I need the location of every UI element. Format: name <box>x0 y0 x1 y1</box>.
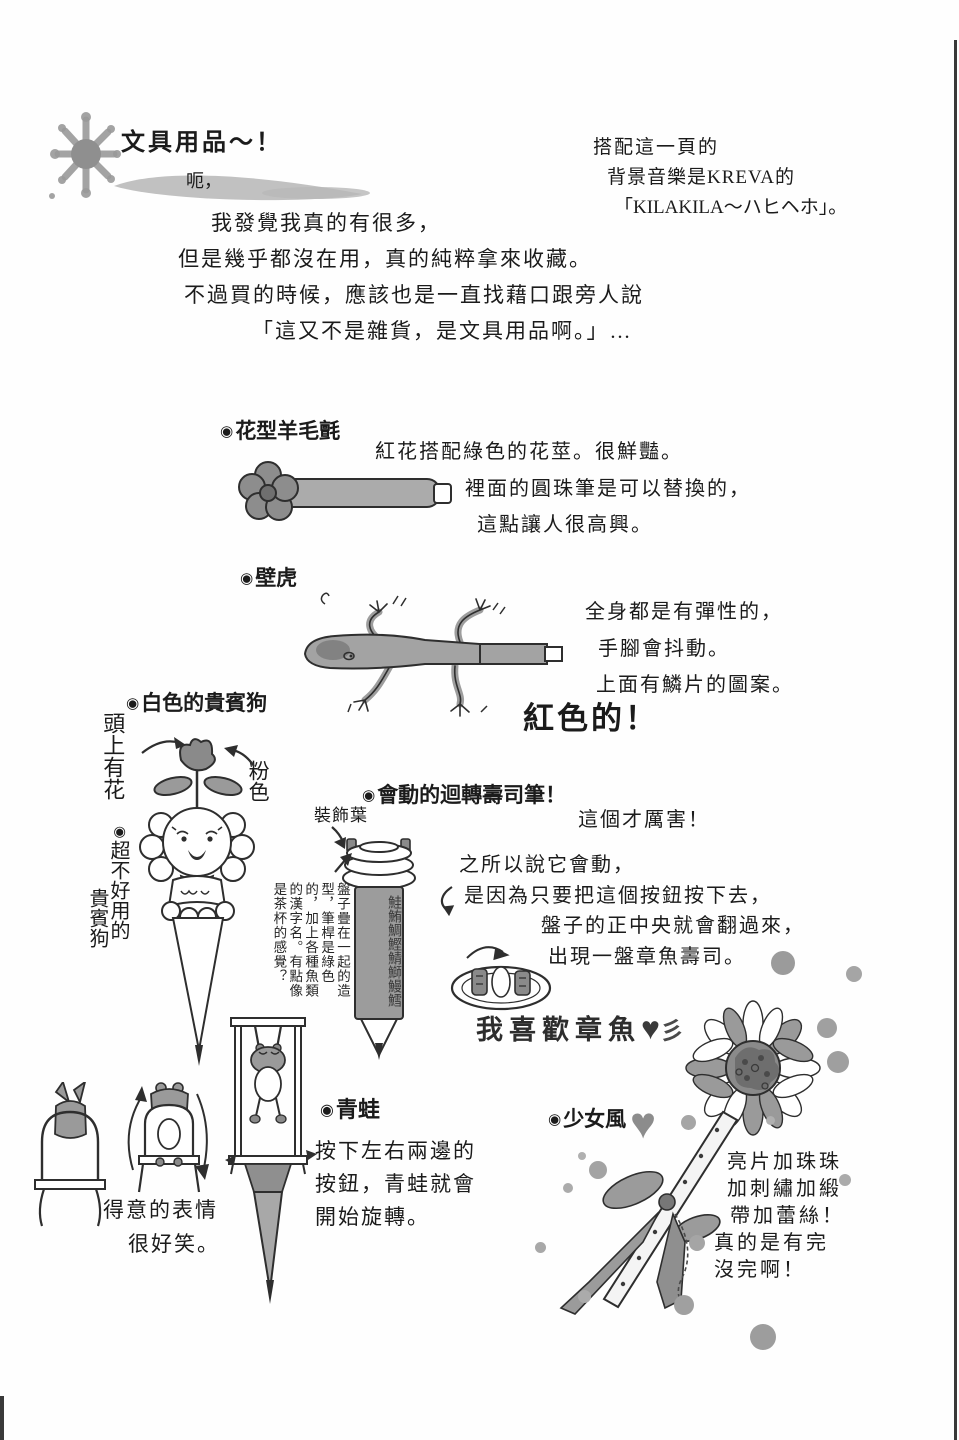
brush-stroke <box>114 175 370 201</box>
bullet-icon: ◉ <box>240 571 254 588</box>
bullet-icon: ◉ <box>220 424 234 441</box>
bullet-icon: ◉ <box>320 1102 334 1120</box>
speckle-dot <box>846 966 862 982</box>
sushi-aside: 這個才厲害！ <box>578 809 710 831</box>
splat-star-icon <box>49 112 121 199</box>
frog-caption: 很好笑。 <box>128 1232 220 1256</box>
gecko-line: 手腳會抖動。 <box>598 638 730 660</box>
sushi-pen-illustration <box>342 838 416 1060</box>
sparkle-icon: 彡 <box>660 1019 684 1045</box>
flower-felt-line: 紅花搭配綠色的花莖。很鮮豔。 <box>375 441 683 463</box>
section-heading-frog: ◉青蛙 <box>320 1097 380 1122</box>
page-title: 文具用品～！ <box>121 130 283 156</box>
poodle-label-pink: 粉色 <box>246 760 271 802</box>
speckle-dot <box>578 1290 591 1303</box>
speckle-dot <box>578 1152 586 1160</box>
speckle-dot <box>766 1116 775 1125</box>
speckle-dot <box>535 1242 546 1253</box>
speckle-dot <box>827 1051 849 1073</box>
interjection: 呃， <box>186 171 222 191</box>
girly-line: 真的是有完 <box>714 1232 829 1254</box>
heart-icon: ♥ <box>641 1010 660 1046</box>
intro-line: 「這又不是雜貨，是文具用品啊。」… <box>252 319 633 343</box>
gecko-emphasis: 紅色的！ <box>523 701 659 736</box>
arrow-leaf <box>331 826 346 849</box>
section-heading-sushi: ◉會動的迴轉壽司筆！ <box>362 783 567 807</box>
frog-line: 按鈕，青蛙就會 <box>315 1172 476 1196</box>
flower-felt-line: 這點讓人很高興。 <box>477 514 653 536</box>
music-note-line: 背景音樂是KREVA的 <box>607 167 795 188</box>
scan-edge-right <box>954 40 957 1440</box>
frog-pen-full <box>225 1017 317 1304</box>
girly-line: 亮片加珠珠 <box>727 1151 842 1173</box>
sushi-line: 之所以說它會動， <box>459 854 635 876</box>
poodle-vertical-note: ◉超不好用的 <box>107 824 129 940</box>
frog-pen-back-view <box>34 1082 106 1227</box>
sushi-plate-illustration <box>450 946 552 1011</box>
speckle-dot <box>681 1115 696 1130</box>
speckle-dot <box>771 951 795 975</box>
sushi-label-leaf: 裝飾葉 <box>314 806 368 825</box>
gecko-line: 全身都是有彈性的， <box>585 601 783 623</box>
section-heading-gecko: ◉壁虎 <box>240 566 298 590</box>
bullet-icon: ◉ <box>111 824 128 840</box>
frog-line: 按下左右兩邊的 <box>315 1139 476 1163</box>
girly-line: 沒完啊！ <box>714 1259 806 1281</box>
bullet-icon: ◉ <box>548 1112 562 1129</box>
frog-pen-rotating <box>127 1082 209 1193</box>
speckle-dot <box>839 1174 851 1186</box>
flower-pen-illustration <box>238 461 452 521</box>
sushi-pen-kanji-pattern: 鮭鮪鯛鰹鯖鰤鰻鱈 <box>386 895 401 1007</box>
speckle-dot <box>689 1235 705 1251</box>
speckle-dot <box>817 1018 837 1038</box>
sushi-line: 出現一盤章魚壽司。 <box>548 946 746 968</box>
poodle-vertical-note-2: 貴賓狗 <box>86 888 108 948</box>
frog-caption: 得意的表情 <box>103 1198 218 1222</box>
music-note-line: 搭配這一頁的 <box>593 137 720 158</box>
speckle-dot <box>563 1183 573 1193</box>
speckle-dot <box>750 1324 776 1350</box>
gecko-line: 上面有鱗片的圖案。 <box>596 674 794 696</box>
intro-line: 但是幾乎都沒在用，真的純粹拿來收藏。 <box>178 247 592 271</box>
bullet-icon: ◉ <box>362 788 376 805</box>
section-heading-girly: ◉少女風 <box>548 1107 627 1131</box>
sushi-vertical-note: 盤子疊在一起的造型，筆桿是綠色的，加上各種魚類的漢字名。有點像是茶杯的感覺？ <box>271 882 350 998</box>
intro-line: 不過買的時候，應該也是一直找藉口跟旁人說 <box>184 283 644 307</box>
speckle-dot <box>674 1295 694 1315</box>
sushi-line: 是因為只要把這個按鈕按下去， <box>464 885 772 907</box>
speckle-dot <box>589 1161 607 1179</box>
frog-line: 開始旋轉。 <box>315 1205 430 1229</box>
flower-felt-line: 裡面的圓珠筆是可以替換的， <box>465 478 751 500</box>
music-note-line: 「KILAKILA～ハヒヘホ」。 <box>614 197 848 218</box>
girly-line: 帶加蕾絲！ <box>730 1205 845 1227</box>
girly-line: 加刺繡加緞 <box>727 1178 842 1200</box>
arrow-because <box>440 886 455 916</box>
sushi-love: 我喜歡章魚♥彡 <box>476 1010 684 1046</box>
section-heading-poodle: ◉白色的貴賓狗 <box>126 691 268 715</box>
scan-edge-bottom-left <box>0 1396 4 1440</box>
poodle-pen-illustration <box>139 738 255 1066</box>
arrow-note-to-pen <box>334 853 352 873</box>
bullet-icon: ◉ <box>126 696 140 713</box>
sunflower-pen-illustration <box>559 1000 821 1315</box>
girly-heart-icon: ♥ <box>630 1099 657 1148</box>
intro-line: 我發覺我真的有很多， <box>211 211 441 235</box>
poodle-label-flower: 頭上有花 <box>100 712 126 800</box>
arrow-from-pink <box>224 745 255 767</box>
sushi-line: 盤子的正中央就會翻過來， <box>541 915 805 937</box>
gecko-pen-illustration <box>303 592 563 717</box>
section-heading-flower-felt: ◉花型羊毛氈 <box>220 419 341 443</box>
